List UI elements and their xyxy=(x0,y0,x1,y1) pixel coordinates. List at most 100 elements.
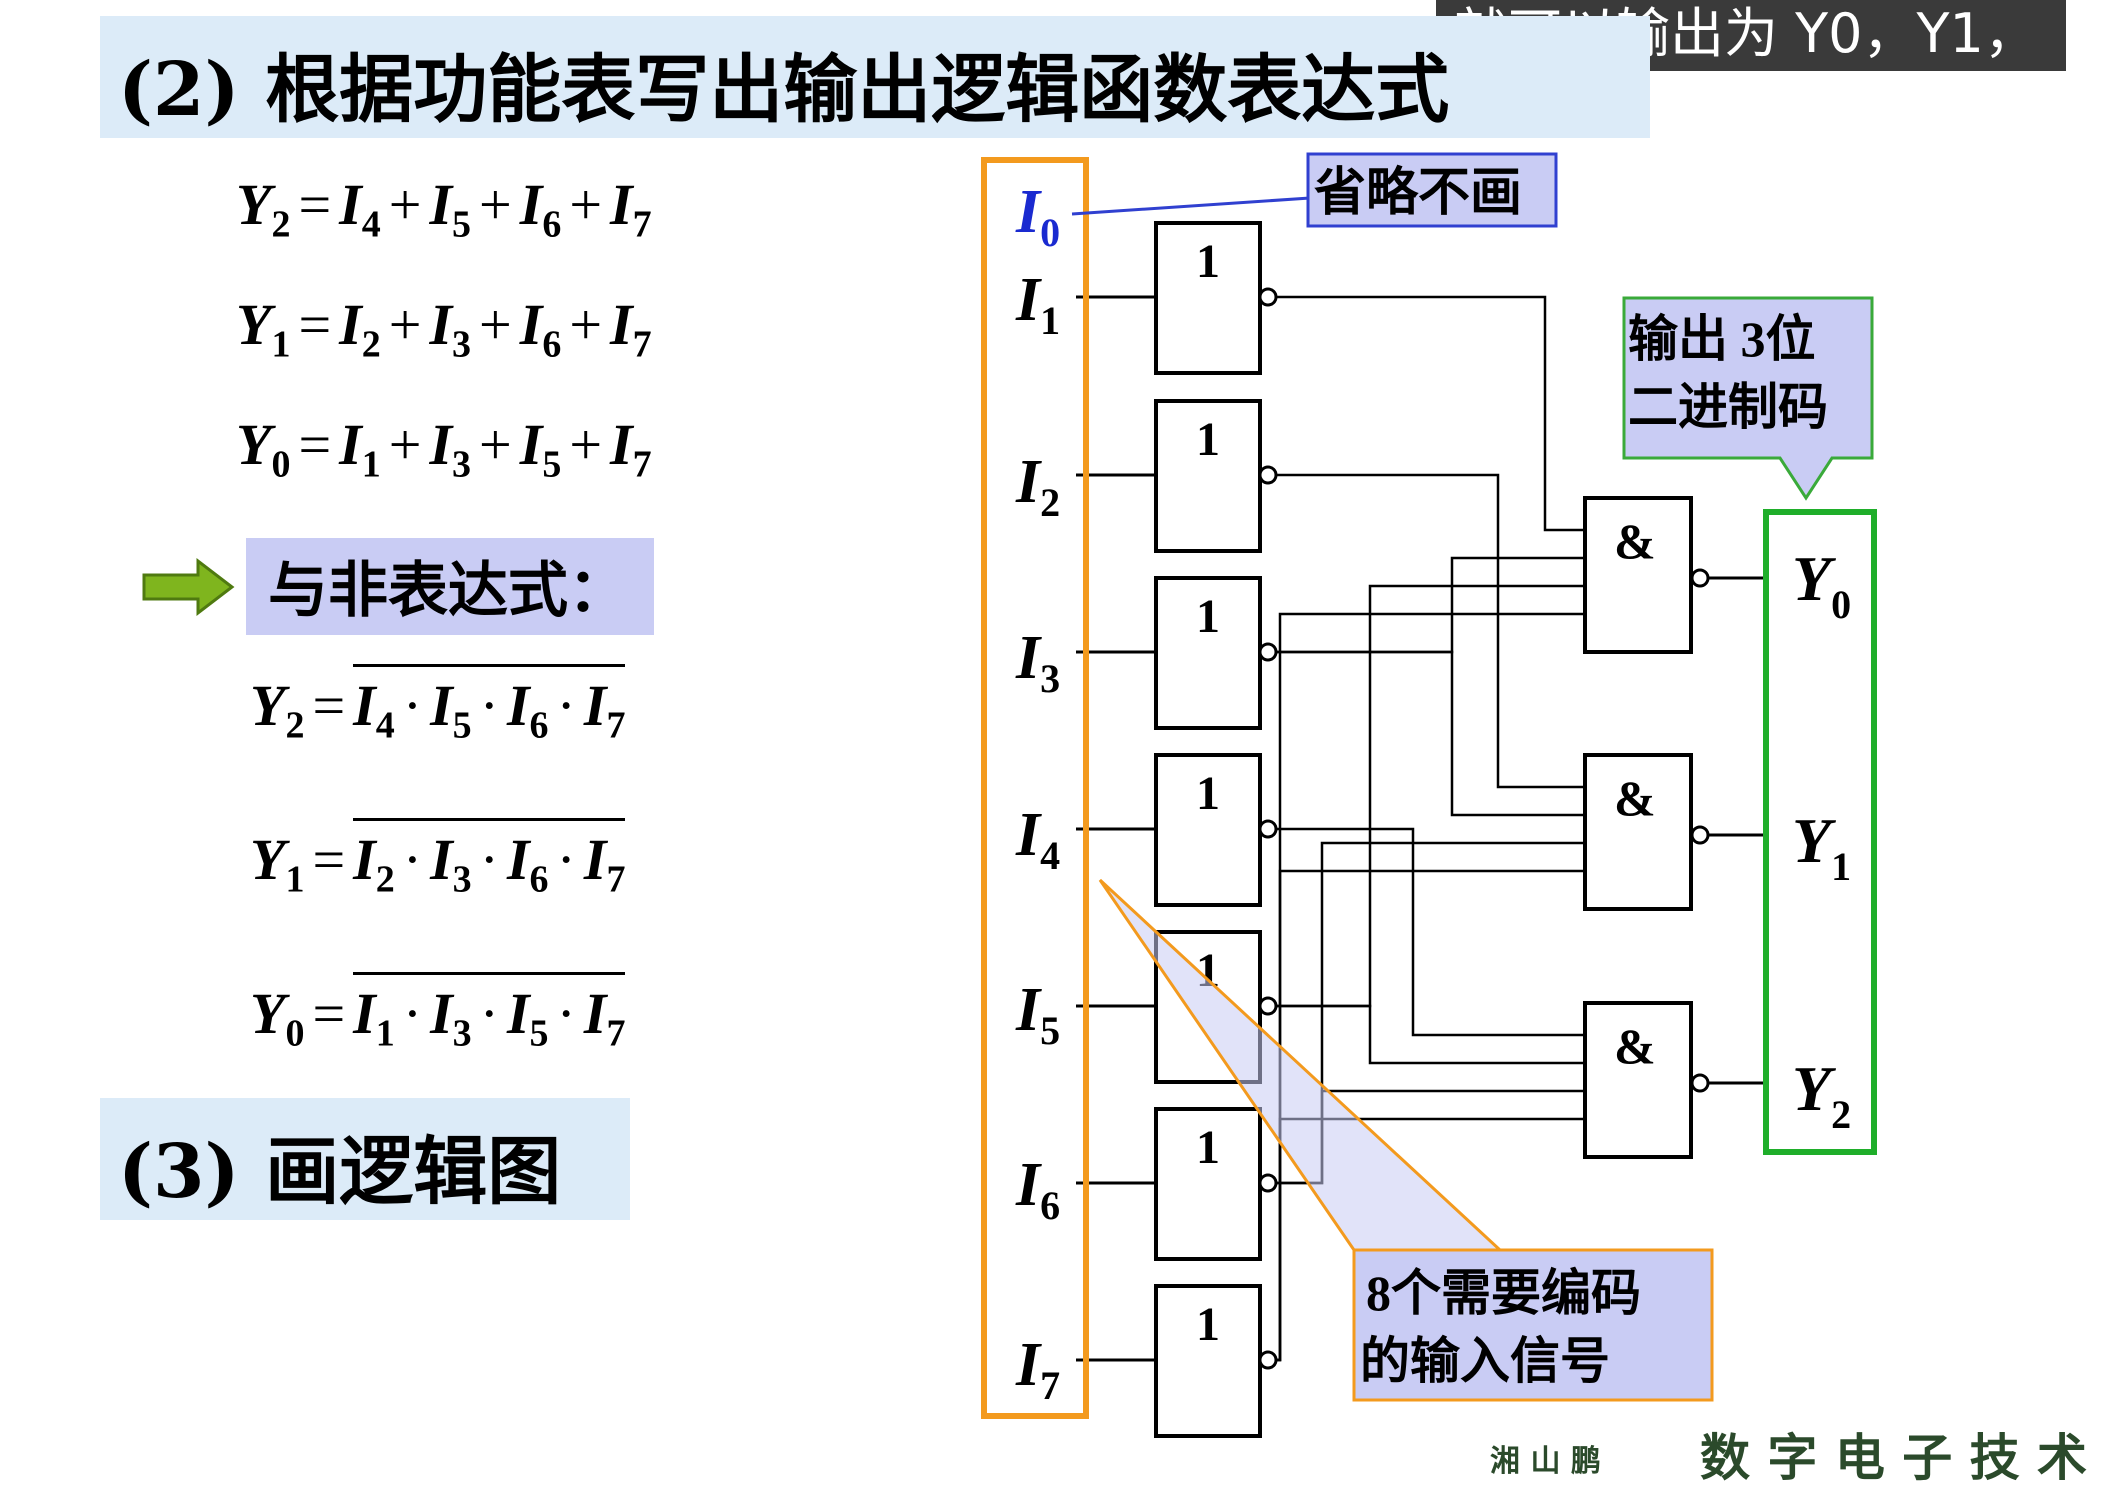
inverter-symbol: 1 xyxy=(1196,1121,1220,1174)
signal-wire xyxy=(1276,841,1585,1185)
inverter-gate xyxy=(1154,753,1262,907)
term-I7: I7 xyxy=(583,818,626,899)
nand-symbol: & xyxy=(1614,770,1656,826)
equals-sign: = xyxy=(312,981,346,1046)
equals-sign: = xyxy=(298,292,332,357)
equation-lhs: Y2 xyxy=(236,172,291,246)
term-I6: I6 xyxy=(519,172,562,246)
nand-gate xyxy=(1583,1001,1693,1159)
term-I2: I2 xyxy=(339,292,381,366)
callout-inputs-line2: 的输入信号 xyxy=(1360,1333,1610,1389)
inversion-bubble xyxy=(1258,1350,1278,1370)
step3-title: (3) 画逻辑图 xyxy=(118,1129,562,1215)
equation-lhs: Y2 xyxy=(250,673,305,747)
sop-equation-y0: Y0=I1+I3+I5+I7 xyxy=(236,416,652,484)
nand-expression-label: 与非表达式： xyxy=(246,538,654,635)
callout-pointer xyxy=(1071,196,1311,216)
and-dot: · xyxy=(556,827,576,892)
term-I7: I7 xyxy=(610,172,652,246)
nand-gate xyxy=(1583,753,1693,911)
inversion-bubble xyxy=(1258,1173,1278,1193)
and-dot: · xyxy=(402,981,423,1046)
nand-gates: &&& xyxy=(1583,496,1710,1159)
equation-lhs: Y0 xyxy=(236,412,291,486)
signal-wire xyxy=(1276,295,1585,532)
signal-wire xyxy=(1276,827,1585,1037)
signal-wire xyxy=(1276,650,1585,817)
input-label-i5: I5 xyxy=(1015,976,1060,1053)
inversion-bubble xyxy=(1258,287,1278,307)
equals-sign: = xyxy=(312,673,346,738)
input-label-i7: I7 xyxy=(1015,1331,1060,1408)
inversion-bubble xyxy=(1690,1073,1710,1093)
signal-wire xyxy=(1276,1004,1585,1065)
equation-lhs: Y1 xyxy=(250,827,305,901)
callout-inputs-pointer xyxy=(1098,878,1504,1252)
and-dot: · xyxy=(479,673,499,738)
term-I1: I1 xyxy=(353,972,395,1053)
term-I4: I4 xyxy=(339,172,381,246)
step3-heading-band xyxy=(100,1098,630,1220)
and-dot: · xyxy=(479,827,499,892)
output-label-y2: Y2 xyxy=(1792,1053,1851,1137)
step2-title: (2) 根据功能表写出输出逻辑函数表达式 xyxy=(118,47,1450,133)
term-I7: I7 xyxy=(610,292,652,366)
inverter-symbol: 1 xyxy=(1196,590,1220,643)
footer-author: 湘 山 鹏 xyxy=(1490,1444,1601,1479)
inversion-bubble xyxy=(1690,825,1710,845)
and-dot: · xyxy=(479,981,499,1046)
equation-rhs: I1+I3+I5+I7 xyxy=(339,412,652,486)
term-I4: I4 xyxy=(353,664,395,745)
signal-wire xyxy=(1276,1117,1585,1362)
inverter-gate xyxy=(1154,399,1262,553)
signal-wire xyxy=(1276,869,1585,1362)
term-I5: I5 xyxy=(519,412,562,486)
input-label-i4: I4 xyxy=(1015,801,1060,878)
footer-course: 数 字 电 子 技 术 xyxy=(1700,1429,2088,1487)
input-label-i2: I2 xyxy=(1015,448,1060,525)
input-label-i6: I6 xyxy=(1015,1151,1060,1228)
inverter-symbol: 1 xyxy=(1196,944,1220,997)
right-arrow-icon xyxy=(142,557,235,616)
inverter-gate xyxy=(1154,576,1262,730)
step2-heading-band xyxy=(100,16,1650,138)
signal-wire xyxy=(1276,1089,1585,1185)
signal-wire xyxy=(1276,612,1585,1362)
plus-sign: + xyxy=(569,172,603,237)
nand-label-row: 与非表达式： xyxy=(140,538,654,635)
plus-sign: + xyxy=(388,412,422,477)
callout-inputs-line1: 8个需要编码 xyxy=(1366,1265,1641,1321)
callout-omit-text: 省略不画 xyxy=(1314,164,1522,222)
inverter-gate xyxy=(1154,1284,1262,1438)
term-I7: I7 xyxy=(583,664,626,745)
inverter-gate xyxy=(1154,221,1262,375)
term-I7: I7 xyxy=(610,412,652,486)
term-I5: I5 xyxy=(430,664,472,745)
inverter-symbol: 1 xyxy=(1196,1298,1220,1351)
term-I6: I6 xyxy=(519,292,562,366)
term-I6: I6 xyxy=(506,664,549,745)
callout-output-line1: 输出 3位 xyxy=(1628,311,1816,367)
inverter-gate xyxy=(1154,930,1262,1084)
inversion-bubble xyxy=(1258,996,1278,1016)
inversion-bubble xyxy=(1258,465,1278,485)
term-I3: I3 xyxy=(429,292,472,366)
equation-rhs: I1·I3·I5·I7 xyxy=(353,972,626,1053)
and-dot: · xyxy=(402,673,423,738)
nand-equation-y2: Y2=I4·I5·I6·I7 xyxy=(250,664,626,747)
inversion-bubble xyxy=(1690,568,1710,588)
callout-output-line2: 二进制码 xyxy=(1628,379,1828,435)
equation-rhs: I4·I5·I6·I7 xyxy=(353,664,626,745)
plus-sign: + xyxy=(479,172,512,237)
equals-sign: = xyxy=(298,412,332,477)
signal-wire xyxy=(1276,556,1585,654)
callout-inputs-box xyxy=(1352,1248,1714,1402)
nand-gate xyxy=(1583,496,1693,654)
term-I1: I1 xyxy=(339,412,381,486)
term-I3: I3 xyxy=(429,412,472,486)
output-label-y1: Y1 xyxy=(1792,805,1851,889)
plus-sign: + xyxy=(388,172,422,237)
equals-sign: = xyxy=(312,827,346,892)
